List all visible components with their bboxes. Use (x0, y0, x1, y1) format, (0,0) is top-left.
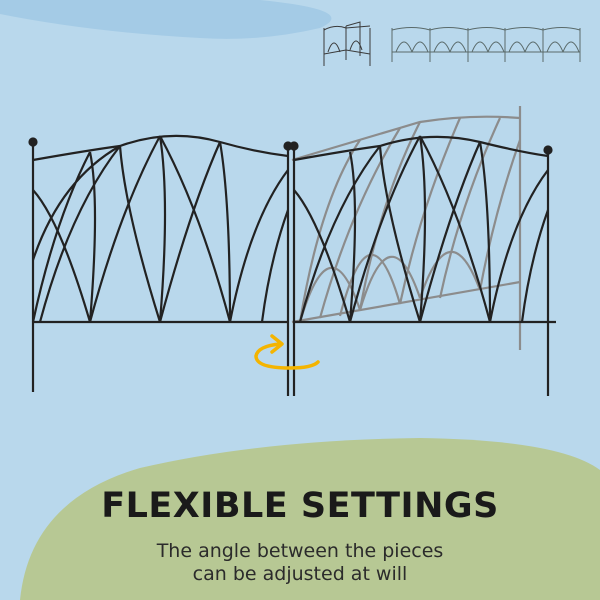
thumbnail-corner-setup (323, 21, 371, 66)
fence-panel-right (293, 135, 556, 396)
top-decorative-blob (0, 0, 332, 39)
fence-panel-left (28, 134, 290, 392)
rotate-arrow-icon (254, 334, 320, 370)
caption: The angle between the pieces can be adju… (0, 540, 600, 586)
headline: FLEXIBLE SETTINGS (101, 486, 499, 526)
fence-joint-post (283, 141, 299, 396)
thumbnail-straight-row (391, 27, 581, 62)
bottom-decorative-blob (20, 438, 600, 600)
caption-line-1: The angle between the pieces (156, 540, 444, 562)
caption-line-2: can be adjusted at will (192, 563, 408, 585)
